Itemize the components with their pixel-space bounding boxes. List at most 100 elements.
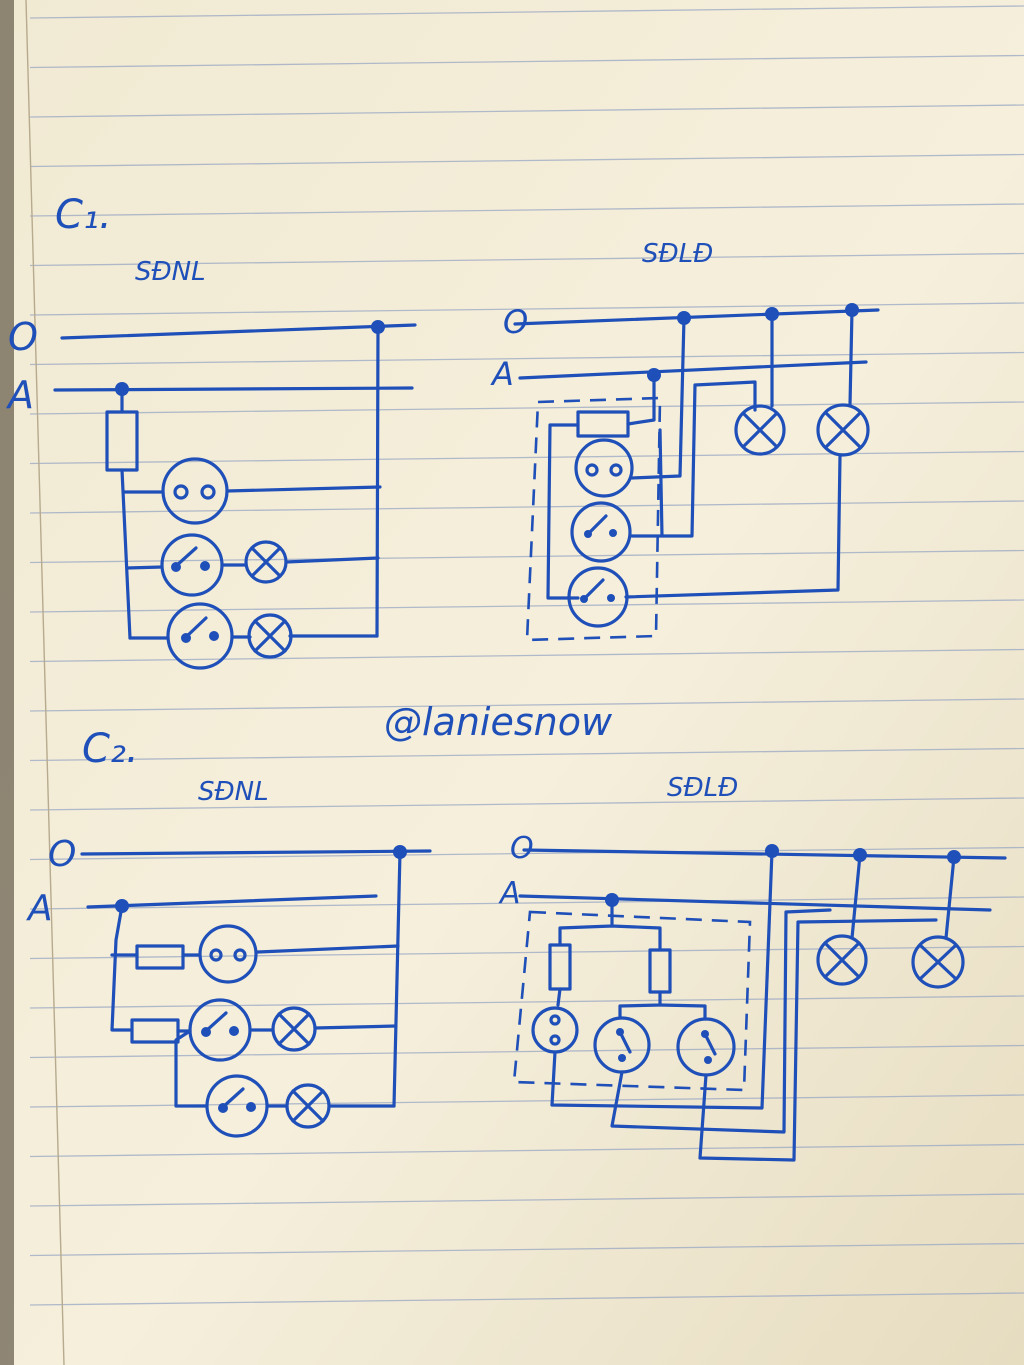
wire (698, 918, 938, 1162)
diagram-title-c1-right: SĐLĐ (642, 239, 713, 269)
c2-installation-diagram: O A (498, 831, 1007, 1162)
lamp-cross (253, 619, 287, 653)
switch-contact (609, 529, 617, 537)
phase-wire (53, 386, 414, 392)
feed-bus (120, 387, 132, 640)
switch-blade (582, 578, 605, 601)
section-label-c2: C₂. (82, 726, 139, 772)
fuse-symbol (135, 944, 185, 970)
ruled-line (29, 5, 1024, 19)
ruled-line (29, 1044, 1024, 1059)
switch-contact (618, 1054, 626, 1062)
lamp-symbol (244, 540, 288, 584)
switch-contact (246, 1102, 256, 1112)
branch-wire (125, 556, 380, 570)
wire (546, 373, 656, 600)
switch-symbol (160, 533, 224, 597)
socket-pin (549, 1014, 561, 1026)
socket-symbol (161, 457, 229, 525)
socket-pin (609, 463, 623, 477)
ruled-line (29, 549, 1024, 564)
neutral-wire (60, 323, 417, 340)
ruled-line (29, 203, 1024, 217)
socket-pin (233, 948, 247, 962)
socket-symbol (574, 438, 634, 498)
ruled-line (29, 54, 1024, 69)
lamp-symbol (285, 1083, 331, 1129)
wire (630, 316, 686, 480)
lamp-cross (250, 546, 282, 578)
wire-label-neutral: O (503, 303, 528, 341)
switch-symbol (166, 602, 234, 670)
watermark: @laniesnow (384, 700, 613, 744)
ruled-line (29, 599, 1024, 613)
wire-label-neutral: O (48, 834, 76, 875)
lamp-symbol (247, 613, 293, 659)
switch-blade (204, 1011, 228, 1033)
ruled-line (29, 500, 1024, 514)
enclosure-boundary (525, 396, 662, 642)
lamp-symbol (734, 404, 786, 456)
wire-label-neutral: O (8, 315, 38, 359)
section-label-c1: C₁. (55, 192, 112, 238)
wire-label-phase: A (498, 876, 521, 911)
branch-wire (174, 1029, 396, 1108)
switch-blade (221, 1087, 245, 1109)
lamp-cross (291, 1089, 325, 1123)
socket-pin (200, 484, 216, 500)
ruled-line (29, 747, 1024, 762)
wire (556, 987, 662, 1020)
branch-wire (128, 634, 379, 640)
socket-pin (209, 948, 223, 962)
ruled-line (29, 351, 1024, 366)
lamp-cross (824, 411, 862, 449)
ruled-line (29, 302, 1024, 316)
switch-blade (184, 616, 208, 639)
diagram-title-c2-left: SĐNL (198, 777, 269, 807)
c2-principle-diagram: O A (26, 834, 432, 1138)
wire-label-neutral: O (510, 831, 534, 866)
wire-label-phase: A (490, 355, 514, 393)
wire (558, 898, 662, 952)
c1-principle-diagram: O A (5, 315, 417, 670)
ruled-line (29, 1143, 1024, 1158)
branch-wire (110, 944, 400, 957)
diagram-title-c1-left: SĐNL (135, 257, 206, 287)
ruled-line (29, 1292, 1024, 1306)
diagram-title-c2-right: SĐLĐ (667, 773, 738, 803)
wire (610, 908, 832, 1134)
margin-line (25, 0, 65, 1365)
wire-label-phase: A (5, 373, 34, 417)
ruled-line (29, 648, 1024, 663)
lamp-cross (918, 943, 958, 981)
switch-contact (209, 631, 219, 641)
neutral-wire (80, 849, 432, 856)
branch-wire (123, 485, 382, 494)
ruled-line (29, 1242, 1024, 1257)
wire (624, 308, 854, 599)
feed-bus (110, 904, 132, 1032)
ruled-line (29, 995, 1024, 1009)
wire (630, 380, 757, 538)
lamp-symbol (911, 935, 965, 989)
ruled-line (29, 252, 1024, 267)
wire (850, 853, 862, 940)
c1-installation-diagram: O A (490, 303, 880, 642)
switch-contact (704, 1056, 712, 1064)
neutral-wire (513, 308, 880, 326)
socket-symbol (198, 924, 258, 984)
ruled-line (29, 1193, 1024, 1207)
switch-blade (586, 514, 608, 536)
switch-symbol (570, 501, 632, 563)
phase-wire (518, 894, 992, 912)
ruled-line (29, 896, 1024, 910)
ruled-line (29, 401, 1024, 415)
socket-pin (549, 1034, 561, 1046)
return-bus (375, 325, 380, 638)
wire-label-phase: A (26, 888, 53, 929)
phase-wire (518, 360, 868, 380)
switch-contact (229, 1026, 239, 1036)
wire (550, 849, 774, 1110)
